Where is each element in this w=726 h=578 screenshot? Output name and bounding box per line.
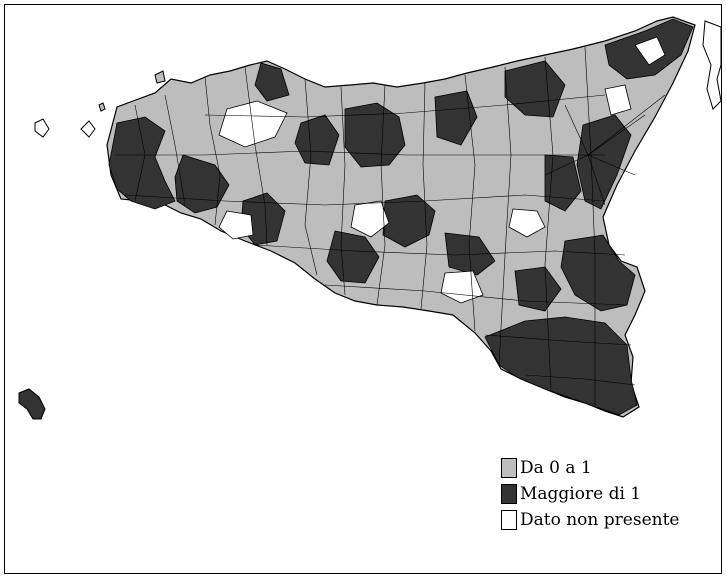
dark-region [434, 90, 478, 146]
dark-region [254, 62, 290, 102]
legend-item: Da 0 a 1 [501, 455, 723, 481]
legend-item: Dato non presente [501, 507, 723, 533]
dark-region [514, 266, 562, 312]
island-small [80, 120, 96, 138]
municipality-borders [115, 46, 666, 405]
map-frame: Da 0 a 1 Maggiore di 1 Dato non presente [4, 4, 722, 574]
dark-region [344, 102, 406, 168]
dark-region [504, 60, 566, 118]
no-data-region [350, 200, 390, 238]
no-data-region [218, 210, 254, 240]
dark-region [294, 114, 340, 166]
dark-region [444, 232, 496, 276]
island-small [98, 102, 106, 112]
legend-swatch [501, 484, 517, 504]
island-small [34, 118, 50, 138]
legend-item: Maggiore di 1 [501, 481, 723, 507]
dark-region [326, 230, 380, 284]
dark-region [108, 116, 176, 210]
no-data-region [604, 84, 632, 116]
no-data-region [634, 36, 666, 66]
dark-region [484, 316, 638, 416]
legend-label: Maggiore di 1 [520, 484, 642, 504]
dark-region [382, 194, 436, 248]
dark-region [560, 234, 636, 312]
legend-label: Da 0 a 1 [520, 458, 592, 478]
legend-swatch [501, 510, 517, 530]
legend-label: Dato non presente [520, 510, 680, 530]
no-data-region [218, 100, 288, 148]
sicily-municipalities-map [18, 16, 722, 420]
dark-region [174, 154, 230, 214]
legend-swatch [501, 458, 517, 478]
legend: Da 0 a 1 Maggiore di 1 Dato non presente [501, 455, 723, 533]
no-data-region [508, 208, 546, 238]
pantelleria-island [18, 388, 46, 420]
calabria-outline [702, 20, 722, 110]
island-small [154, 70, 166, 84]
